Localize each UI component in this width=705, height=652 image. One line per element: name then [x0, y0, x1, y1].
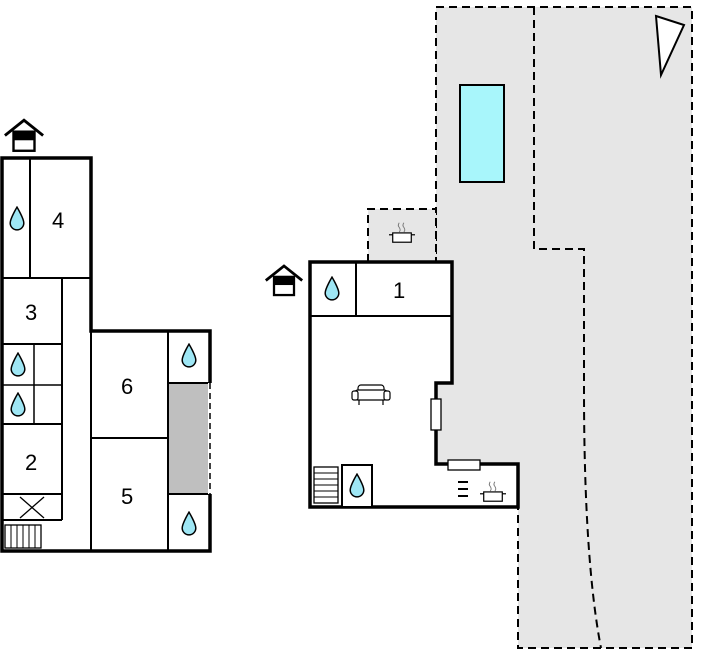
sofa-icon: [351, 384, 391, 405]
swimming-pool-icon: [459, 84, 505, 183]
window: [447, 459, 481, 471]
house-right: 1: [308, 260, 520, 509]
fireplace-block: [167, 382, 211, 495]
path-divider-line: [533, 7, 602, 649]
room-label-3: 3: [25, 300, 37, 325]
house-left-walls: [0, 156, 212, 553]
terrace-area: [435, 6, 693, 649]
closet-icon: [19, 496, 45, 519]
house-entrance-icon: [264, 264, 304, 297]
outdoor-kitchen-area: [367, 208, 437, 262]
radiator-icon: [4, 524, 42, 549]
room-label-1: 1: [393, 278, 405, 303]
room-label-6: 6: [121, 374, 133, 399]
stairs-icon: [313, 466, 339, 504]
north-arrow-icon: [654, 14, 686, 79]
window: [430, 398, 442, 431]
house-right-walls: [308, 260, 520, 509]
house-entrance-icon: [3, 118, 45, 153]
room-label-4: 4: [52, 208, 64, 233]
stove-icon: [458, 481, 468, 497]
room-label-5: 5: [121, 484, 133, 509]
room-label-2: 2: [25, 450, 37, 475]
house-left: 4 3 2 6 5: [0, 156, 212, 553]
